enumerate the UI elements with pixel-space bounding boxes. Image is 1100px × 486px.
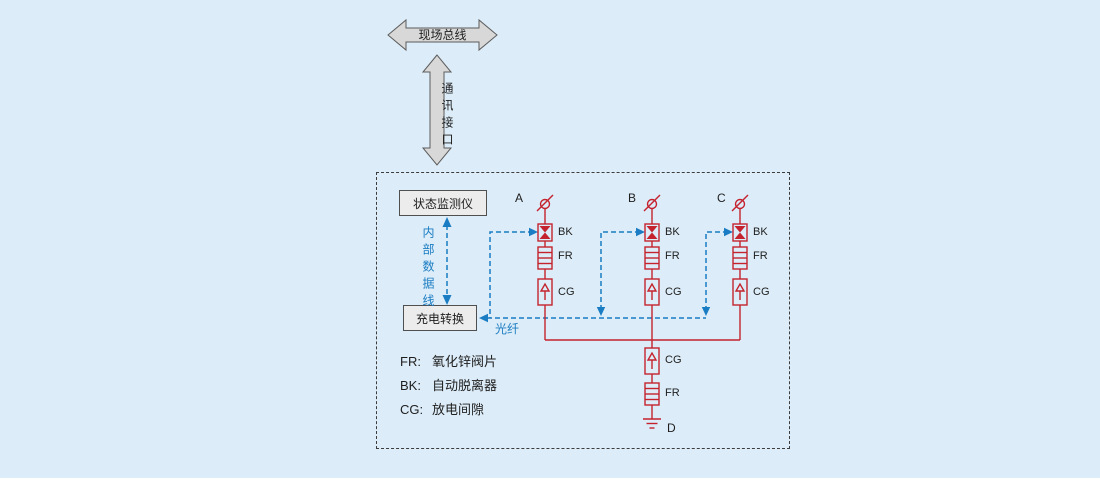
branch-b-label: B xyxy=(628,191,637,205)
fr-label-c: FR xyxy=(753,250,768,262)
cg-label-neutral: CG xyxy=(665,354,682,366)
cg-label-b: CG xyxy=(665,286,682,298)
circuit-branch-neutral xyxy=(643,340,661,429)
fiber-label: 光纤 xyxy=(495,322,520,336)
fiber-link xyxy=(479,227,733,323)
internal-data-link xyxy=(442,217,452,305)
internal-data-line-label: 内部数据线 xyxy=(421,226,435,311)
page-footer-strip xyxy=(0,478,1100,486)
legend-row-fr: FR: 氧化锌阀片 xyxy=(400,351,497,370)
fr-varistor-icon-a xyxy=(537,246,553,270)
circuit-branch-b xyxy=(643,194,661,340)
fieldbus-label: 现场总线 xyxy=(418,28,467,42)
fr-label-b: FR xyxy=(665,250,680,262)
branch-c-label: C xyxy=(717,191,726,205)
comm-interface-label: 通讯接口 xyxy=(440,82,454,150)
legend-desc-cg: 放电间隙 xyxy=(432,402,485,417)
legend-row-bk: BK: 自动脱离器 xyxy=(400,375,497,394)
legend-desc-fr: 氧化锌阀片 xyxy=(432,354,498,369)
cg-label-c: CG xyxy=(753,286,770,298)
status-monitor-box: 状态监测仪 xyxy=(399,190,487,216)
cg-label-a: CG xyxy=(558,286,575,298)
device-enclosure xyxy=(376,172,790,449)
fr-label-a: FR xyxy=(558,250,573,262)
legend-row-cg: CG: 放电间隙 xyxy=(400,399,484,418)
circuit-branch-c xyxy=(731,194,749,340)
legend-key-fr: FR: xyxy=(400,354,421,369)
bk-label-a: BK xyxy=(558,226,573,238)
fr-label-neutral: FR xyxy=(665,387,680,399)
charge-converter-box: 充电转换 xyxy=(403,305,477,331)
bk-label-b: BK xyxy=(665,226,680,238)
fieldbus-arrow xyxy=(387,18,498,52)
circuit-branch-a xyxy=(536,194,554,340)
branch-a-label: A xyxy=(515,191,524,205)
ground-icon xyxy=(643,418,661,429)
comm-interface-arrow xyxy=(421,54,453,166)
terminal-d-label: D xyxy=(667,421,676,435)
legend-key-bk: BK: xyxy=(400,378,421,393)
legend-key-cg: CG: xyxy=(400,402,424,417)
bk-label-c: BK xyxy=(753,226,768,238)
legend-desc-bk: 自动脱离器 xyxy=(432,378,498,393)
